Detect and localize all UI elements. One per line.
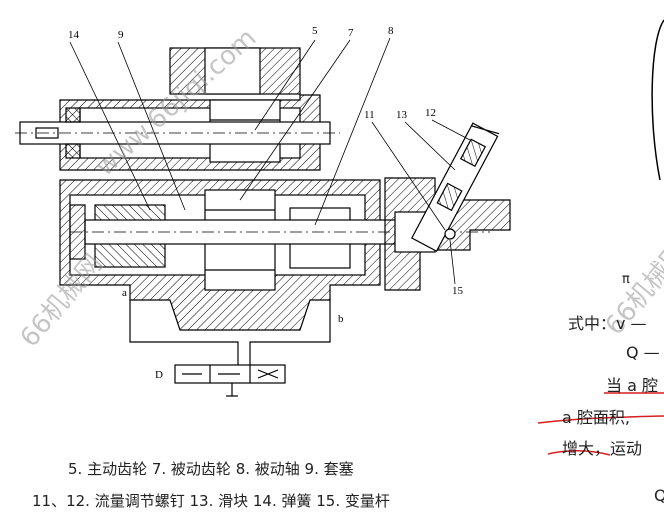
side-line-a: 当 a 腔: [606, 376, 658, 395]
hydraulic-circuit: [129, 300, 331, 397]
red-underlines: [537, 392, 664, 456]
label-11: 11: [364, 109, 375, 121]
side-bottom-q: Q: [654, 486, 664, 505]
label-13: 13: [396, 109, 408, 121]
lower-housing: [59, 179, 381, 331]
label-D: D: [155, 369, 163, 381]
label-5: 5: [312, 25, 318, 37]
side-pi: π: [622, 272, 630, 287]
label-b: b: [338, 313, 344, 325]
drive-shaft: [15, 107, 340, 159]
caption-line-1: 5. 主动齿轮 7. 被动齿轮 8. 被动轴 9. 套塞: [68, 460, 354, 478]
caption-line-2: 11、12. 流量调节螺钉 13. 滑块 14. 弹簧 15. 变量杆: [32, 492, 390, 510]
label-7: 7: [348, 27, 354, 39]
label-15: 15: [452, 285, 464, 297]
label-14: 14: [68, 29, 80, 41]
driven-shaft: [69, 204, 490, 260]
side-formula-v: 式中：v —: [568, 314, 647, 333]
label-9: 9: [118, 29, 124, 41]
label-a: a: [122, 287, 127, 299]
label-12: 12: [425, 107, 436, 119]
label-8: 8: [388, 25, 394, 37]
side-formula-q: Q —: [626, 343, 660, 362]
partial-figure-right: [651, 19, 664, 181]
side-line-area: a 腔面积,: [562, 408, 630, 427]
leader-lines: [69, 37, 471, 285]
side-line-increase: 增大，运动: [562, 439, 643, 458]
variable-mechanism: [384, 122, 511, 291]
